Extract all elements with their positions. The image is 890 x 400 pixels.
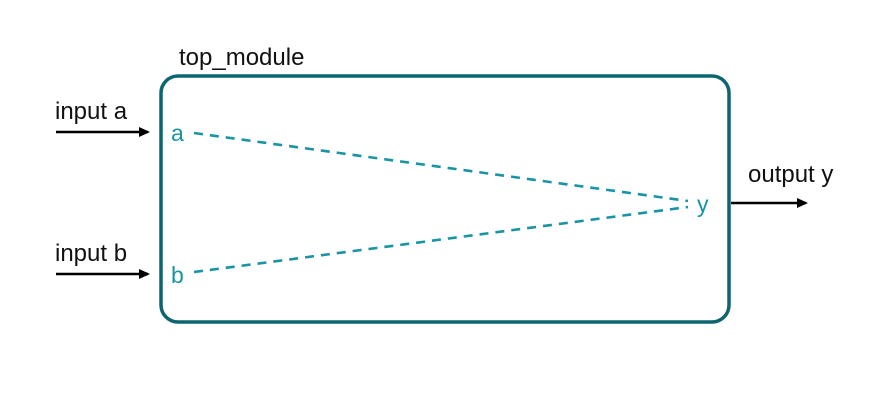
port-b-label: b <box>171 262 184 288</box>
port-y-label: y <box>697 191 709 217</box>
wire-a-to-y <box>193 131 689 203</box>
module-title: top_module <box>179 44 304 71</box>
output-y-label: output y <box>748 161 833 188</box>
input-b-label: input b <box>55 240 127 267</box>
module-box <box>159 74 731 324</box>
input-a-label: input a <box>55 98 128 125</box>
wire-b-to-y <box>193 205 689 274</box>
port-a-label: a <box>171 120 184 146</box>
